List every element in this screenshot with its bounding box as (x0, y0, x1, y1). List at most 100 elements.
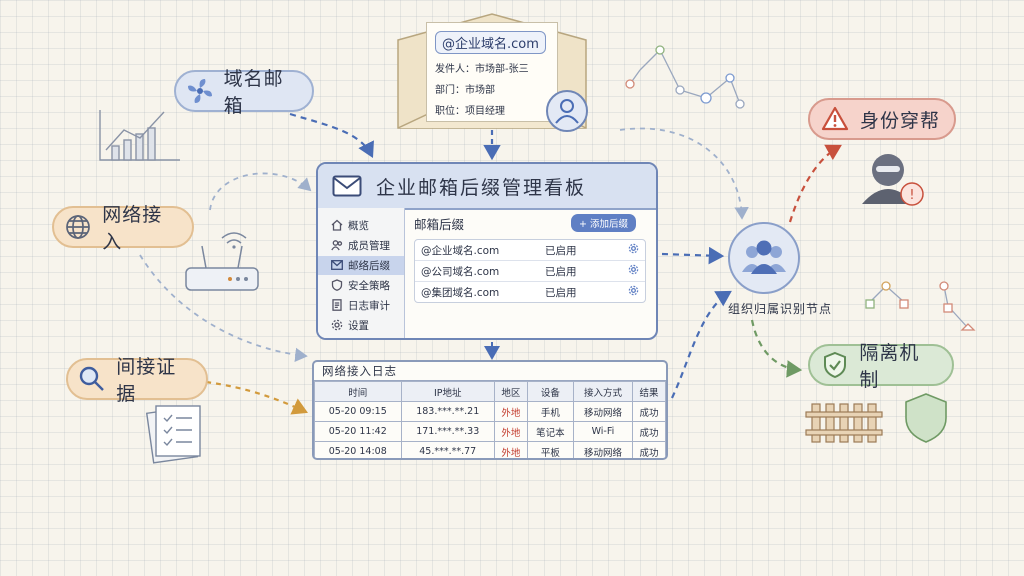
indirect-evidence-pill: 间接证据 (66, 356, 208, 405)
table-cell: 成功 (631, 441, 666, 458)
dashboard-sidebar: 概览 成员管理 邮络后缀 安全策略 日志审计 设置 (318, 208, 405, 338)
chart-doodle-icon (99, 110, 180, 161)
nav-label: 概览 (348, 219, 369, 232)
gear-icon (330, 319, 343, 332)
mail-icon (332, 175, 362, 197)
nav-overview[interactable]: 概览 (318, 216, 404, 236)
table-cell: 成功 (631, 421, 666, 442)
dashboard-main: 邮箱后缀 + 添加后缀 @企业域名.com 已启用 @公司域名.com 已启用 … (414, 214, 646, 303)
arrow-domain-to-dashboard (289, 112, 374, 158)
suffix-status: 已启用 (545, 286, 577, 299)
table-header-row: 时间 IP地址 地区 设备 接入方式 结果 (314, 381, 666, 402)
column-header: 接入方式 (572, 381, 633, 402)
network-doodle-icon (625, 45, 745, 109)
table-cell: 183.***.**.21 (400, 401, 495, 422)
identity-exposure-label: 身份穿帮 (860, 109, 941, 132)
table-cell: 45.***.**.77 (400, 441, 495, 458)
column-header: 地区 (493, 381, 528, 402)
dashboard-title: 企业邮箱后缀管理看板 (376, 176, 587, 199)
arrow-network-to-dashboard (209, 172, 312, 211)
arrow-network-to-log (139, 254, 308, 363)
domain-mail-label: 域名邮箱 (223, 68, 284, 117)
fan-icon (184, 74, 216, 108)
table-cell: Wi-Fi (572, 421, 633, 442)
table-cell: 平板 (526, 441, 574, 458)
nav-mail-suffix[interactable]: 邮络后缀 (318, 255, 404, 275)
table-cell: 成功 (631, 401, 666, 422)
gear-icon[interactable] (628, 264, 639, 278)
suffix-status: 已启用 (545, 265, 577, 278)
fence-icon (805, 403, 883, 443)
table-cell: 05-20 11:42 (314, 421, 402, 442)
table-row: 05-20 11:42 171.***.**.33 外地 笔记本 Wi-Fi 成… (314, 421, 666, 442)
sender-department: 部门：市场部 (435, 85, 495, 96)
suffix-row: @企业域名.com 已启用 (415, 240, 645, 261)
table-cell: 外地 (493, 421, 528, 442)
shield-check-icon (818, 348, 851, 382)
column-header: 结果 (631, 381, 666, 402)
nav-settings[interactable]: 设置 (318, 316, 404, 336)
shield-icon (905, 393, 947, 443)
suffix-name: @集团域名.com (421, 286, 500, 299)
table-cell: 05-20 14:08 (314, 441, 402, 458)
nav-label: 日志审计 (348, 299, 390, 312)
nav-label: 设置 (348, 319, 369, 332)
table-cell: 移动网络 (572, 401, 633, 422)
nav-label: 安全策略 (348, 279, 390, 292)
magnifier-icon (76, 362, 108, 396)
table-cell: 05-20 09:15 (314, 401, 402, 422)
access-log-title: 网络接入日志 (314, 362, 666, 381)
add-suffix-button[interactable]: + 添加后缀 (571, 214, 636, 232)
router-icon (185, 232, 259, 291)
arrow-log-to-node (671, 290, 732, 399)
suffix-status: 已启用 (545, 244, 577, 257)
hacker-icon: ! (862, 154, 924, 206)
suffix-row: @公司域名.com 已启用 (415, 261, 645, 282)
nav-members[interactable]: 成员管理 (318, 236, 404, 256)
home-icon (330, 219, 343, 232)
document-icon (330, 299, 343, 312)
access-log-panel: 网络接入日志 时间 IP地址 地区 设备 接入方式 结果 05-20 09:15… (312, 360, 668, 460)
svg-text:!: ! (909, 188, 914, 203)
domain-mail-pill: 域名邮箱 (174, 68, 314, 117)
organization-node (728, 222, 800, 294)
users-icon (330, 239, 343, 252)
column-header: IP地址 (400, 381, 495, 402)
table-cell: 移动网络 (572, 441, 633, 458)
suffix-name: @企业域名.com (421, 244, 500, 257)
arrow-node-to-isolation (750, 319, 803, 378)
table-cell: 笔记本 (526, 421, 574, 442)
user-avatar-icon (546, 90, 588, 132)
column-header: 设备 (526, 381, 574, 402)
suffix-row: @集团域名.com 已启用 (415, 282, 645, 302)
sender-card: @企业域名.com 发件人：市场部-张三 部门：市场部 职位：项目经理 (426, 22, 558, 122)
table-cell: 手机 (526, 401, 574, 422)
group-icon (742, 240, 786, 274)
isolation-pill: 隔离机制 (808, 342, 954, 391)
table-row: 05-20 14:08 45.***.**.77 外地 平板 移动网络 成功 (314, 441, 666, 458)
access-log-table: 时间 IP地址 地区 设备 接入方式 结果 05-20 09:15 183.**… (314, 381, 666, 458)
arrow-evidence-to-log (205, 380, 308, 415)
arrow-dashboard-to-node (661, 246, 725, 265)
gear-icon[interactable] (628, 285, 639, 299)
isolation-label: 隔离机制 (859, 342, 920, 391)
mail-icon (330, 259, 343, 272)
arrow-node-to-identity (788, 144, 842, 223)
table-cell: 外地 (493, 401, 528, 422)
shield-icon (330, 279, 343, 292)
nav-security[interactable]: 安全策略 (318, 276, 404, 296)
table-row: 05-20 09:15 183.***.**.21 外地 手机 移动网络 成功 (314, 401, 666, 422)
dashboard-header: 企业邮箱后缀管理看板 (318, 164, 656, 210)
documents-icon (145, 405, 201, 464)
suffix-section-title: 邮箱后缀 (414, 217, 465, 232)
network-access-pill: 网络接入 (52, 204, 194, 253)
column-header: 时间 (314, 381, 402, 402)
suffix-list: @企业域名.com 已启用 @公司域名.com 已启用 @集团域名.com 已启… (414, 239, 646, 303)
table-cell: 171.***.**.33 (400, 421, 495, 442)
sender-name: 发件人：市场部-张三 (435, 64, 529, 75)
table-cell: 外地 (493, 441, 528, 458)
gear-icon[interactable] (628, 243, 639, 257)
nav-audit[interactable]: 日志审计 (318, 296, 404, 316)
network-access-label: 网络接入 (102, 204, 163, 253)
nav-label: 成员管理 (348, 239, 390, 252)
